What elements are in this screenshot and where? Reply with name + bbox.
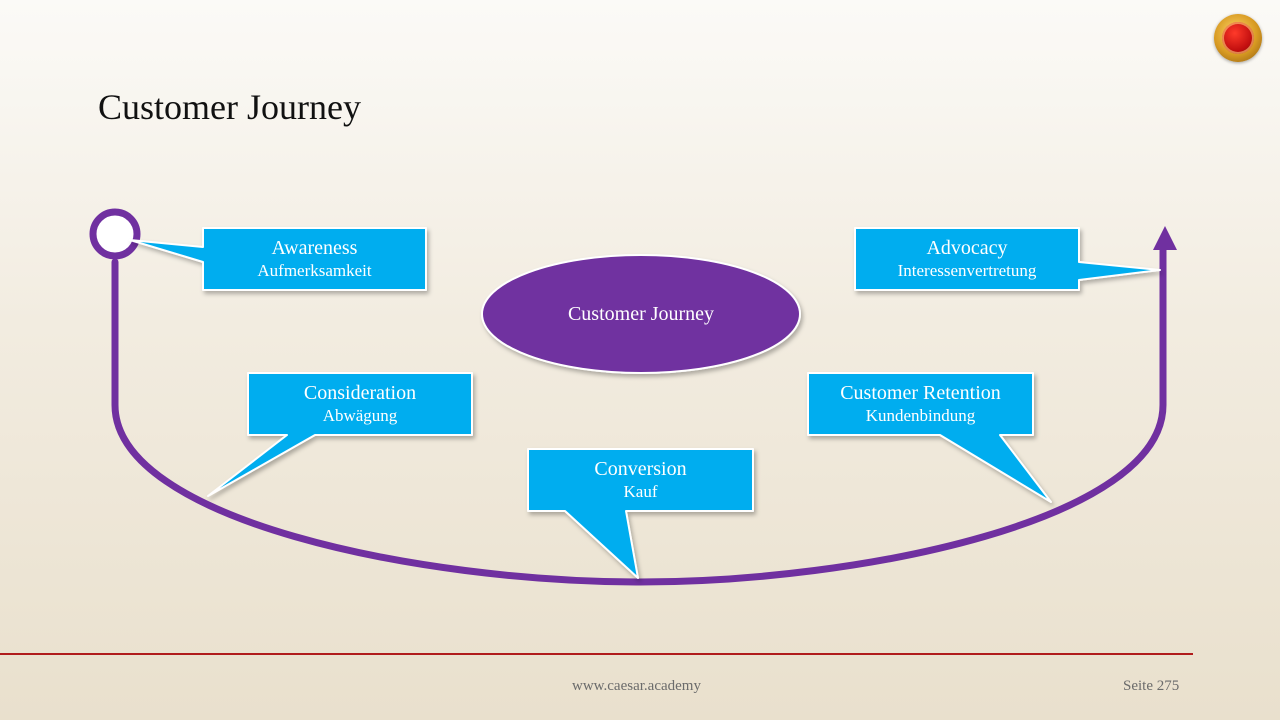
footer-url: www.caesar.academy	[572, 678, 701, 694]
logo-seal-icon	[1222, 22, 1254, 54]
journey-path	[111, 244, 1167, 586]
callout-consideration	[207, 372, 473, 497]
callout-awareness	[129, 227, 427, 291]
footer-divider	[0, 653, 1193, 655]
caesar-academy-logo	[1214, 14, 1262, 62]
center-ellipse	[481, 254, 801, 374]
callout-conversion	[527, 448, 754, 579]
center-ellipse-label: Customer Journey	[567, 302, 715, 325]
page-title: Customer Journey	[98, 87, 361, 127]
callout-advocacy	[854, 227, 1161, 291]
journey-start-circle	[89, 208, 141, 260]
journey-end-arrow-icon	[1153, 226, 1177, 250]
callout-customer-retention	[807, 372, 1052, 503]
page-number: Seite 275	[1123, 678, 1180, 694]
